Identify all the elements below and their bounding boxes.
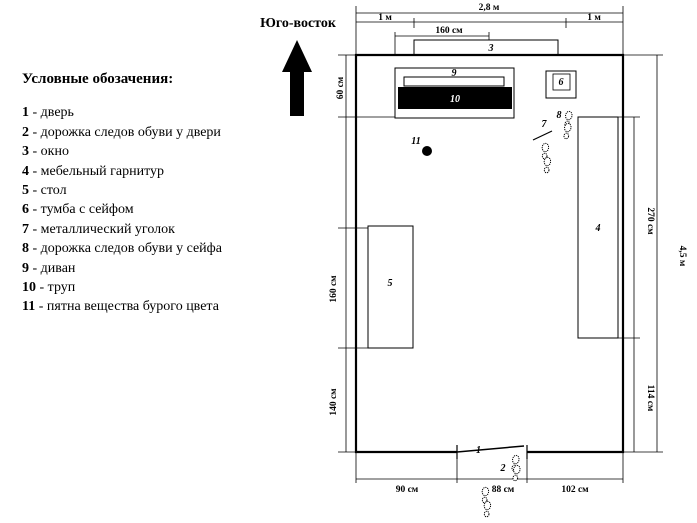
legend-item-text: - мебельный гарнитур	[29, 163, 165, 179]
furniture-offset-label: 114 см	[645, 385, 655, 412]
window-width-label: 160 см	[435, 26, 463, 36]
door-width-label: 88 см	[492, 485, 515, 495]
table-length-label: 160 см	[329, 275, 339, 303]
legend-item: 5 - стол	[22, 181, 222, 200]
shoeprint-icon	[540, 142, 550, 160]
window	[413, 39, 559, 56]
furniture-length-label: 270 см	[645, 207, 655, 235]
bottom-dimension-lines	[355, 452, 624, 483]
legend-item: 3 - окно	[22, 142, 222, 161]
right-margin-label: 1 м	[587, 13, 601, 23]
direction-label: Юго-восток	[260, 16, 337, 31]
window-marker: 3	[488, 43, 494, 54]
top-dimension-lines	[355, 6, 624, 55]
safe-marker: 6	[559, 77, 564, 88]
legend-item: 6 - тумба с сейфом	[22, 200, 222, 219]
legend-item-number: 7	[22, 221, 29, 237]
legend-item-text: - окно	[29, 144, 69, 160]
legend-item-text: - стол	[29, 183, 67, 199]
legend-item: 9 - диван	[22, 259, 222, 278]
furniture-set	[577, 116, 619, 339]
shoeprint-icon	[482, 500, 492, 518]
table-marker: 5	[388, 278, 393, 289]
legend-item-number: 3	[22, 144, 29, 160]
legend-item: 2 - дорожка следов обуви у двери	[22, 123, 222, 142]
legend-item-number: 1	[22, 105, 29, 121]
total-width-label: 2,8 м	[479, 3, 500, 13]
legend-item-number: 9	[22, 260, 29, 276]
table-offset-label: 140 см	[329, 388, 339, 416]
legend-item-number: 4	[22, 163, 29, 179]
total-length-label: 4,5 м	[677, 246, 687, 267]
table	[367, 225, 414, 349]
safe	[552, 73, 571, 91]
door-right-label: 102 см	[561, 485, 589, 495]
legend-item-number: 11	[22, 299, 36, 315]
legend-item: 10 - труп	[22, 278, 222, 297]
door-left-label: 90 см	[396, 485, 419, 495]
legend-item-number: 8	[22, 241, 29, 257]
left-dimension-lines	[338, 54, 395, 453]
legend-item: 1 - дверь	[22, 103, 222, 122]
furniture-marker: 4	[595, 223, 601, 234]
safe-prints-marker: 8	[557, 110, 562, 121]
legend-item-text: - диван	[29, 260, 76, 276]
legend-item-number: 5	[22, 183, 29, 199]
body	[398, 87, 512, 109]
arrow-up-icon	[282, 40, 312, 116]
legend-item: 11 - пятна вещества бурого цвета	[22, 297, 222, 316]
shoeprint-icon	[562, 122, 573, 140]
stain-marker: 11	[411, 136, 420, 147]
sofa-back	[403, 76, 505, 87]
legend-item-text: - пятна вещества бурого цвета	[35, 299, 219, 315]
legend-item-number: 2	[22, 124, 29, 140]
legend-title: Условные обозачения:	[22, 71, 174, 87]
legend-item: 7 - металлический уголок	[22, 220, 222, 239]
shoeprint-icon	[480, 486, 490, 504]
door-marker: 1	[476, 445, 481, 456]
left-margin-label: 1 м	[378, 13, 392, 23]
legend-item-text: - металлический уголок	[29, 221, 175, 237]
door	[456, 445, 525, 453]
legend-item-text: - дорожка следов обуви у двери	[29, 124, 221, 140]
sofa-marker: 9	[452, 68, 457, 79]
shoeprint-icon	[542, 156, 552, 174]
metal-corner-marker: 7	[542, 119, 548, 130]
legend-item-text: - труп	[36, 280, 76, 296]
right-dimension-lines	[618, 54, 663, 453]
metal-corner	[532, 130, 553, 141]
door-prints-marker: 2	[500, 463, 506, 474]
sofa-depth-label: 60 см	[336, 76, 346, 99]
stain	[422, 146, 432, 156]
legend-item: 8 - дорожка следов обуви у сейфа	[22, 239, 222, 258]
legend-item-number: 10	[22, 280, 36, 296]
legend-item-number: 6	[22, 202, 29, 218]
legend-item: 4 - мебельный гарнитур	[22, 162, 222, 181]
legend-item-text: - дверь	[29, 105, 74, 121]
legend-item-text: - тумба с сейфом	[29, 202, 134, 218]
body-marker: 10	[450, 94, 460, 105]
legend-item-text: - дорожка следов обуви у сейфа	[29, 241, 222, 257]
